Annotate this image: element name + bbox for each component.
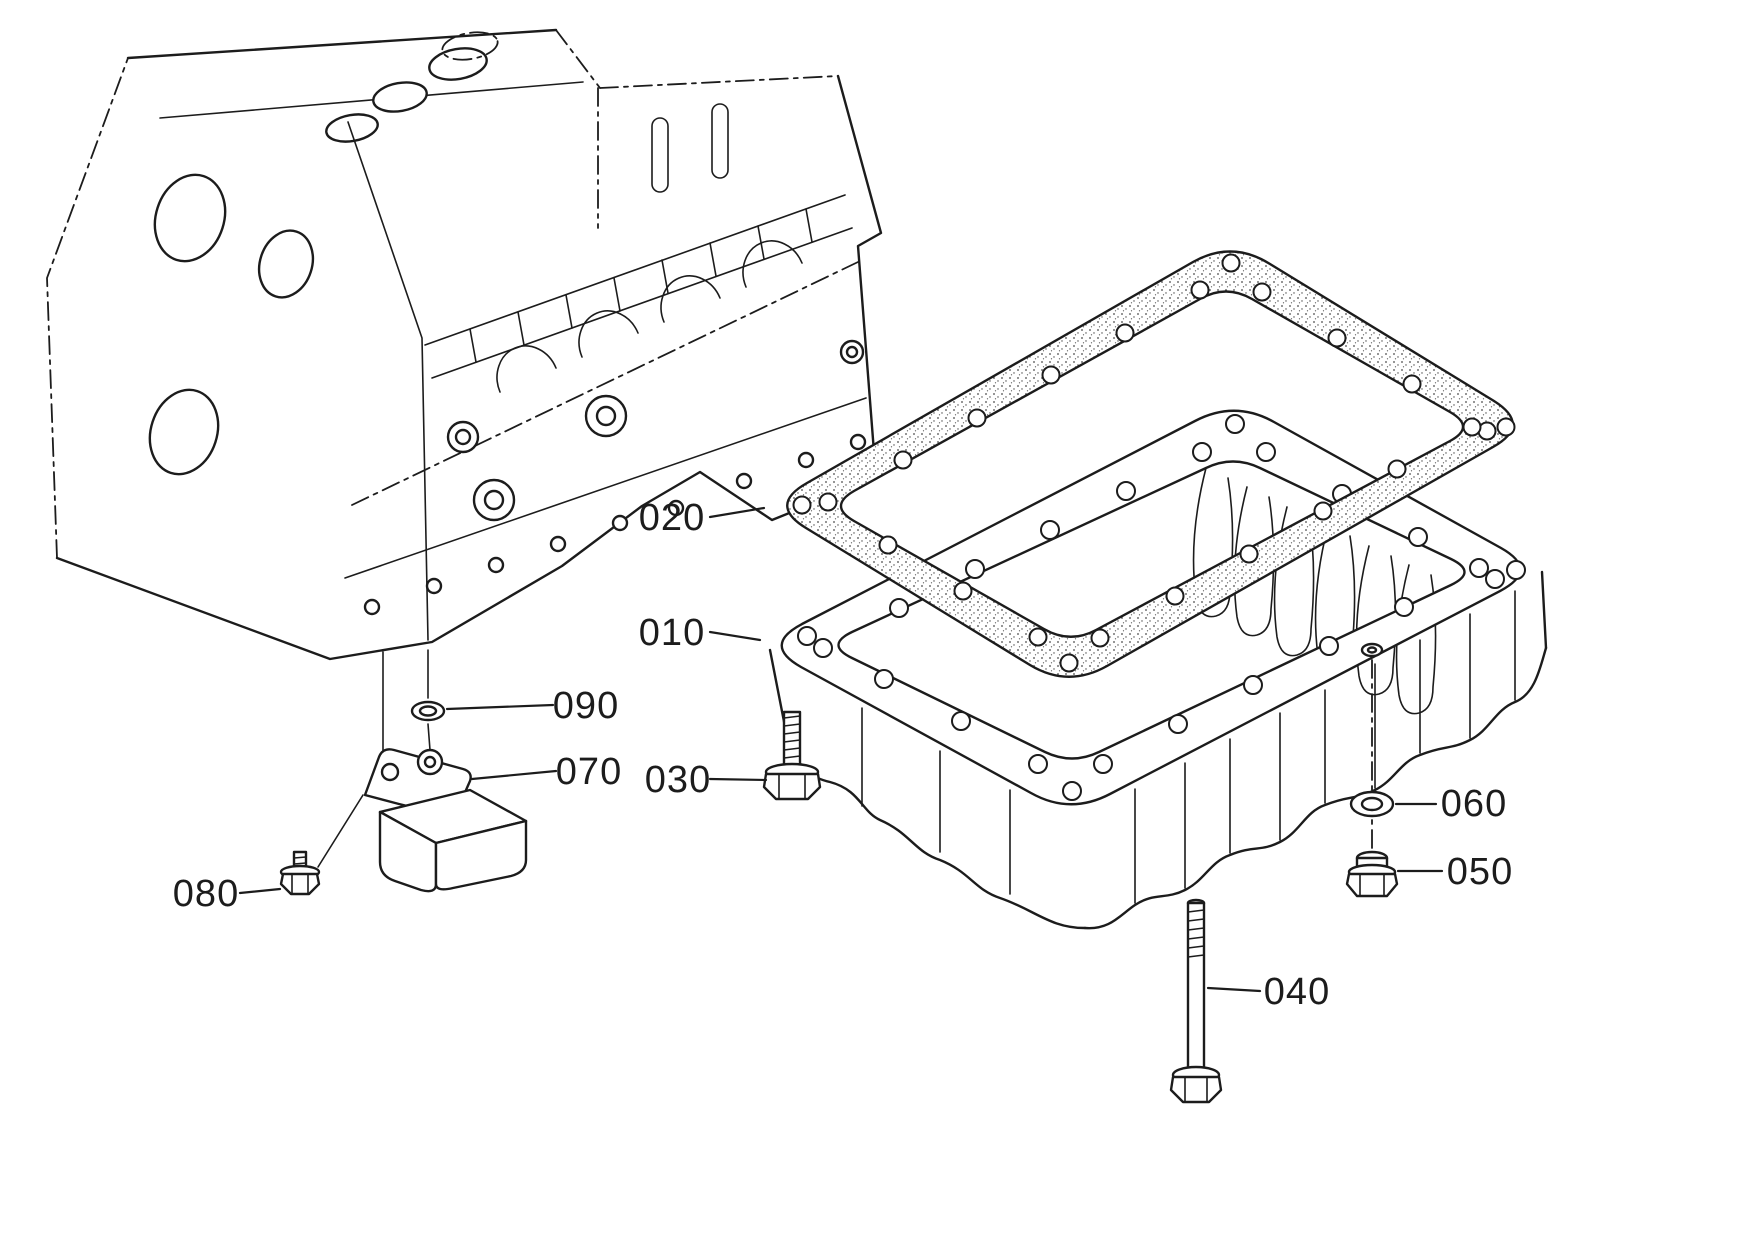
drain-plug-050 bbox=[1345, 850, 1399, 898]
callout-070: 070 bbox=[556, 751, 622, 793]
callout-050: 050 bbox=[1447, 851, 1513, 893]
callout-020: 020 bbox=[639, 497, 705, 539]
callouts: 020 010 090 070 030 060 050 080 040 bbox=[173, 497, 1513, 1013]
callout-040: 040 bbox=[1264, 971, 1330, 1013]
callout-080: 080 bbox=[173, 873, 239, 915]
pickup-tube bbox=[382, 649, 431, 758]
callout-090: 090 bbox=[553, 685, 619, 727]
engine-block-drawing bbox=[46, 28, 883, 661]
o-ring bbox=[410, 700, 446, 722]
oil-pan-gasket bbox=[786, 250, 1516, 678]
strainer-bolt bbox=[279, 850, 321, 896]
callout-060: 060 bbox=[1441, 783, 1507, 825]
callout-010: 010 bbox=[639, 612, 705, 654]
pan-bolt-030 bbox=[762, 710, 822, 801]
pan-bolt-040 bbox=[1169, 898, 1223, 1104]
drain-washer-060 bbox=[1349, 790, 1395, 818]
oil-strainer bbox=[317, 748, 528, 893]
oil-pan-flange bbox=[780, 409, 1526, 806]
callout-030: 030 bbox=[645, 759, 711, 801]
drain-boss bbox=[1360, 642, 1384, 857]
